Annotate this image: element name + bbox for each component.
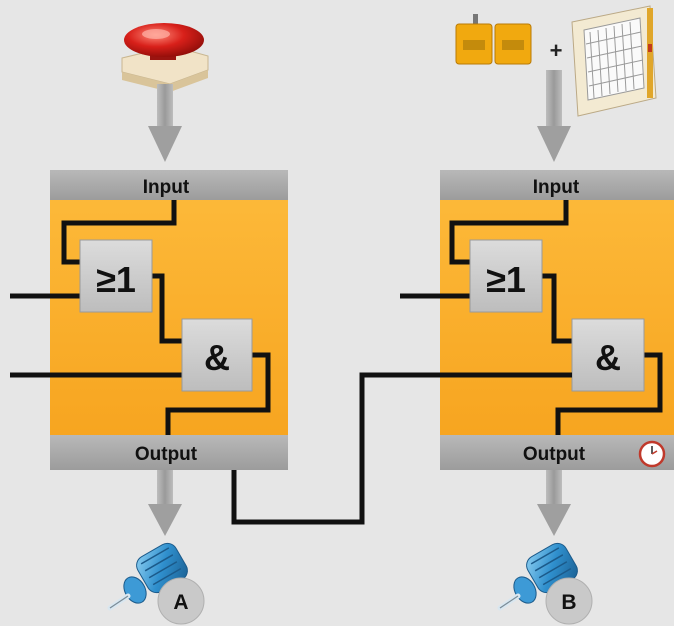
module-a-and-gate-label: & xyxy=(204,337,230,378)
plus-sign: + xyxy=(550,38,563,63)
module-a-or-gate: ≥1 xyxy=(79,239,153,313)
module-b-input-label: Input xyxy=(533,177,580,198)
module-a-to-module-b-connection xyxy=(231,372,572,525)
module-a-or-gate-label: ≥1 xyxy=(96,259,136,300)
emergency-stop-button-icon xyxy=(121,23,209,92)
module-b-wiring xyxy=(400,200,663,435)
input-arrow-b xyxy=(537,70,571,162)
output-arrow-b xyxy=(537,470,571,536)
safety-module-a: Input Output ≥1 & xyxy=(10,170,288,470)
module-b-and-gate: & xyxy=(571,318,645,392)
module-b-or-gate-label: ≥1 xyxy=(486,259,526,300)
module-a-wiring xyxy=(10,200,271,435)
module-b-and-gate-label: & xyxy=(595,337,621,378)
safety-module-b: Input Output ≥1 & xyxy=(400,170,674,470)
module-a-input-label: Input xyxy=(143,177,190,198)
light-curtain-icon xyxy=(571,5,657,117)
safety-gate-switch-icon xyxy=(455,14,532,65)
output-badge-b: B xyxy=(545,577,593,625)
output-arrow-a xyxy=(148,470,182,536)
output-badge-a-label: A xyxy=(173,591,188,614)
input-arrow-a xyxy=(148,84,182,162)
output-badge-a: A xyxy=(157,577,205,625)
module-b-output-label: Output xyxy=(523,444,586,465)
module-a-and-gate: & xyxy=(181,318,253,392)
module-a-output-label: Output xyxy=(135,444,198,465)
module-b-or-gate: ≥1 xyxy=(469,239,543,313)
clock-icon xyxy=(638,440,666,468)
output-badge-b-label: B xyxy=(561,591,576,614)
